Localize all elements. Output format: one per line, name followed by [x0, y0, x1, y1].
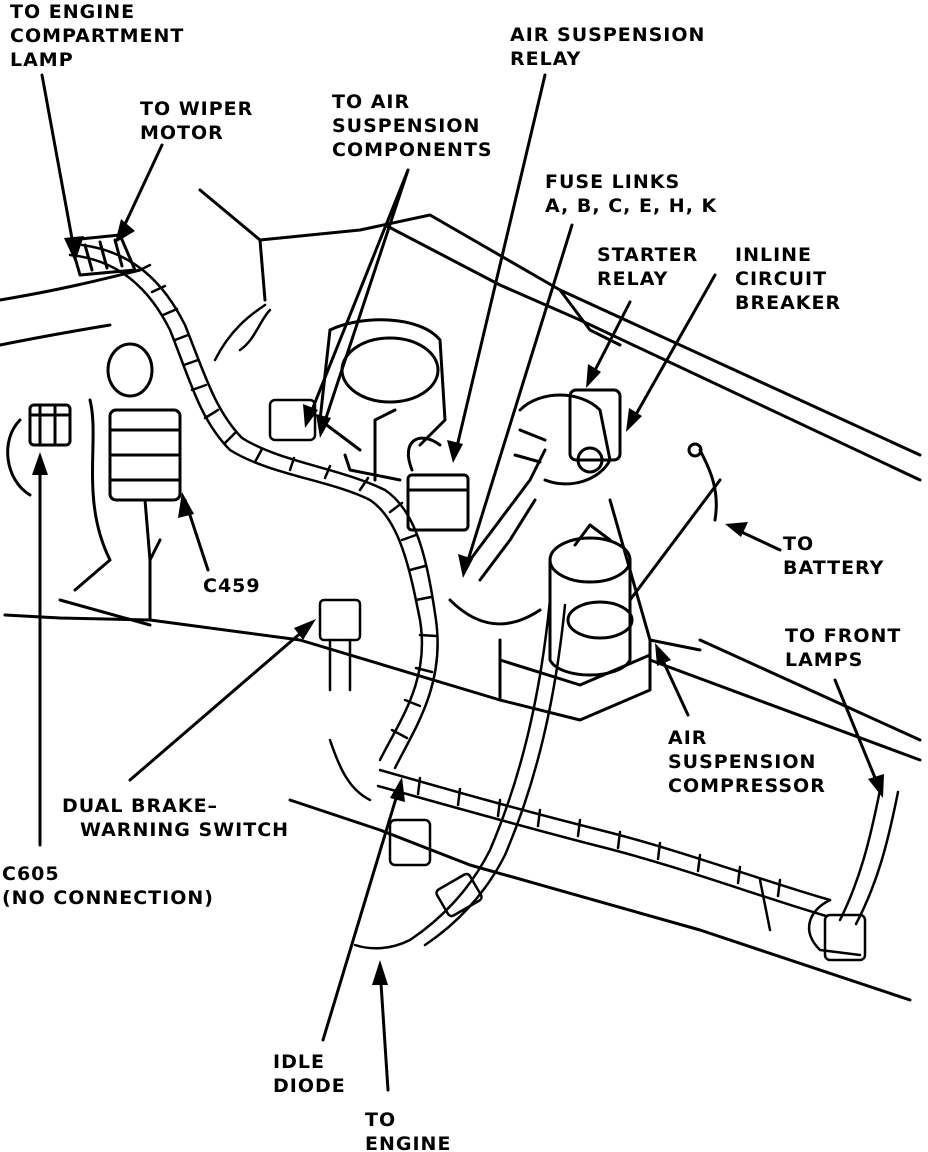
label-wiper-motor: TO WIPER MOTOR: [140, 97, 253, 145]
label-line: A, B, C, E, H, K: [545, 195, 718, 217]
label-front-lamps: TO FRONT LAMPS: [785, 624, 901, 672]
label-line: IDLE: [273, 1051, 325, 1073]
label-line: TO: [365, 1109, 397, 1131]
label-line: MOTOR: [140, 122, 224, 144]
label-engine-compartment-lamp: TO ENGINE COMPARTMENT LAMP: [10, 0, 184, 72]
label-air-suspension-components: TO AIR SUSPENSION COMPONENTS: [332, 90, 493, 162]
label-line: TO: [783, 533, 815, 555]
label-line: RELAY: [597, 268, 669, 290]
label-line: ENGINE: [365, 1133, 452, 1152]
label-line: WARNING SWITCH: [80, 819, 290, 841]
label-inline-circuit-breaker: INLINE CIRCUIT BREAKER: [735, 243, 841, 315]
label-air-suspension-relay: AIR SUSPENSION RELAY: [510, 23, 705, 71]
label-line: BATTERY: [783, 557, 885, 579]
label-battery: TO BATTERY: [783, 532, 884, 580]
label-line: TO FRONT: [785, 625, 902, 647]
arrowheads: [32, 219, 884, 985]
label-engine: TO ENGINE: [365, 1108, 451, 1152]
label-line: (NO CONNECTION): [2, 887, 214, 909]
label-line: C459: [203, 575, 261, 597]
label-line: TO ENGINE: [10, 1, 136, 23]
relay-components: [406, 388, 622, 626]
label-line: DUAL BRAKE–: [62, 795, 219, 817]
label-line: LAMPS: [785, 649, 864, 671]
label-line: AIR SUSPENSION: [510, 24, 706, 46]
label-idle-diode: IDLE DIODE: [273, 1050, 346, 1098]
label-line: CIRCUIT: [735, 268, 828, 290]
label-dual-brake-warning-switch: DUAL BRAKE– WARNING SWITCH: [62, 794, 289, 842]
engine-wire: [213, 303, 567, 950]
label-line: LAMP: [10, 49, 74, 71]
label-line: BREAKER: [735, 292, 842, 314]
label-line: COMPONENTS: [332, 139, 493, 161]
label-line: COMPARTMENT: [10, 25, 185, 47]
label-line: SUSPENSION: [332, 115, 481, 137]
label-line: COMPRESSOR: [668, 775, 826, 797]
label-line: SUSPENSION: [668, 751, 817, 773]
main-harness: [68, 243, 439, 770]
label-c605: C605 (NO CONNECTION): [2, 862, 214, 910]
label-line: DIODE: [273, 1075, 346, 1097]
label-line: C605: [2, 863, 60, 885]
label-c459: C459: [203, 574, 261, 598]
brake-assembly: [6, 342, 182, 592]
label-starter-relay: STARTER RELAY: [597, 243, 698, 291]
compressor: [498, 442, 722, 722]
wiper-connector: [68, 233, 137, 277]
lower-harness: [376, 768, 900, 962]
label-line: TO WIPER: [140, 98, 254, 120]
leader-lines: [38, 73, 882, 1092]
label-line: TO AIR: [332, 91, 411, 113]
label-air-suspension-compressor: AIR SUSPENSION COMPRESSOR: [668, 726, 826, 798]
label-line: RELAY: [510, 48, 582, 70]
label-line: AIR: [668, 727, 708, 749]
label-line: FUSE LINKS: [545, 171, 681, 193]
label-fuse-links: FUSE LINKS A, B, C, E, H, K: [545, 170, 717, 218]
label-line: STARTER: [597, 244, 699, 266]
label-line: INLINE: [735, 244, 813, 266]
